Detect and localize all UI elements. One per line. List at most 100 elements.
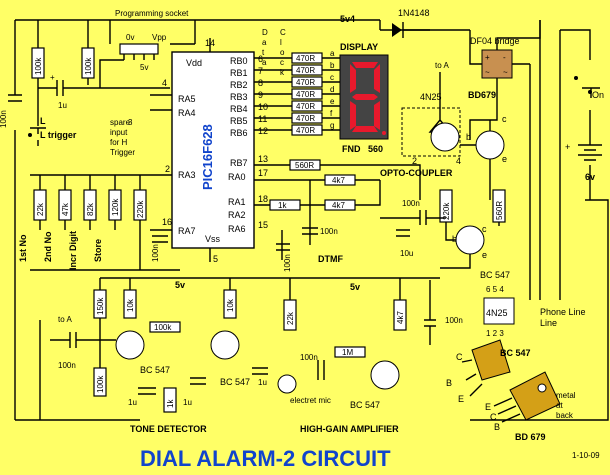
- svg-text:11: 11: [258, 114, 267, 124]
- display-pin: 560: [368, 144, 383, 154]
- svg-text:16: 16: [162, 217, 172, 227]
- on-switch-label: On: [592, 90, 604, 100]
- svg-text:at: at: [556, 401, 563, 410]
- svg-text:d: d: [330, 85, 334, 94]
- tone-detector-label: TONE DETECTOR: [130, 424, 207, 434]
- svg-text:+: +: [565, 142, 570, 152]
- svg-text:220k: 220k: [442, 202, 451, 220]
- pic-chip: [171, 51, 255, 249]
- svg-text:for H: for H: [110, 138, 128, 147]
- svg-text:15: 15: [258, 220, 268, 230]
- svg-text:1k: 1k: [166, 399, 175, 408]
- svg-text:4N25: 4N25: [486, 308, 508, 318]
- svg-text:D: D: [262, 28, 268, 37]
- svg-text:4k7: 4k7: [332, 176, 345, 185]
- svg-text:B: B: [446, 378, 452, 388]
- svg-text:o: o: [280, 48, 285, 57]
- svg-text:to A: to A: [58, 315, 72, 324]
- prog-pin-vpp: Vpp: [152, 33, 167, 42]
- svg-text:2nd No: 2nd No: [43, 231, 53, 262]
- svg-text:470R: 470R: [296, 78, 315, 87]
- svg-text:Store: Store: [93, 239, 103, 262]
- switch-bank-labels: 1st No 2nd No Incr Digit Store: [18, 231, 103, 270]
- svg-text:RA2: RA2: [228, 210, 246, 220]
- svg-text:RA3: RA3: [178, 170, 196, 180]
- svg-text:5v: 5v: [175, 280, 185, 290]
- tone-detector: 150k 10k 10k 100k 100k BC 547 BC 547 to …: [39, 289, 250, 434]
- bd679-label: BD679: [468, 90, 496, 100]
- svg-text:100n: 100n: [283, 254, 292, 272]
- svg-text:g: g: [330, 121, 334, 130]
- svg-text:RB1: RB1: [230, 68, 248, 78]
- svg-text:BC 547: BC 547: [350, 400, 380, 410]
- svg-text:13: 13: [258, 154, 268, 164]
- svg-text:metal: metal: [556, 391, 576, 400]
- svg-text:100n: 100n: [445, 316, 463, 325]
- svg-text:RA4: RA4: [178, 108, 196, 118]
- svg-text:100k: 100k: [96, 375, 105, 393]
- svg-text:10: 10: [258, 102, 268, 112]
- svg-text:RB3: RB3: [230, 92, 248, 102]
- svg-text:1k: 1k: [278, 201, 287, 210]
- prog-pin-0v: 0v: [126, 33, 134, 42]
- svg-text:470R: 470R: [296, 114, 315, 123]
- svg-text:220k: 220k: [136, 200, 145, 218]
- svg-text:a: a: [330, 49, 335, 58]
- svg-text:BC 547: BC 547: [140, 365, 170, 375]
- svg-text:7: 7: [258, 66, 263, 76]
- svg-text:RA5: RA5: [178, 94, 196, 104]
- svg-text:back: back: [556, 411, 574, 420]
- prog-socket-label: Programming socket: [115, 9, 189, 18]
- svg-text:RB7: RB7: [230, 158, 248, 168]
- svg-text:6: 6: [258, 54, 263, 64]
- svg-text:b: b: [452, 234, 457, 244]
- svg-text:BD 679: BD 679: [515, 432, 546, 442]
- svg-text:RB2: RB2: [230, 80, 248, 90]
- svg-text:BC 547: BC 547: [500, 348, 531, 358]
- svg-text:t: t: [262, 48, 265, 57]
- svg-text:B: B: [494, 422, 500, 432]
- svg-text:150k: 150k: [96, 297, 105, 315]
- svg-text:c: c: [330, 73, 334, 82]
- cap-100n-left: 100n: [0, 110, 8, 128]
- svg-text:RB6: RB6: [230, 128, 248, 138]
- svg-text:C: C: [280, 28, 286, 37]
- svg-text:4N25: 4N25: [420, 92, 442, 102]
- opto-label: OPTO-COUPLER: [380, 168, 453, 178]
- svg-text:~: ~: [503, 68, 508, 77]
- svg-text:c: c: [280, 58, 284, 67]
- prog-pin-5v: 5v: [140, 63, 148, 72]
- svg-text:100n: 100n: [300, 353, 318, 362]
- svg-text:4k7: 4k7: [332, 201, 345, 210]
- amp-label: HIGH-GAIN AMPLIFIER: [300, 424, 399, 434]
- svg-text:RA1: RA1: [228, 197, 246, 207]
- svg-text:470R: 470R: [296, 102, 315, 111]
- svg-text:C: C: [490, 412, 497, 422]
- svg-text:10u: 10u: [400, 249, 413, 258]
- svg-text:1u: 1u: [128, 398, 137, 407]
- l-trigger-label: L trigger: [40, 130, 77, 140]
- svg-text:+: +: [485, 53, 490, 62]
- cap-1u-top: 1u: [58, 101, 67, 110]
- svg-text:E: E: [485, 402, 491, 412]
- svg-text:b: b: [466, 132, 471, 142]
- segments-glyph: [350, 62, 386, 135]
- svg-text:RB5: RB5: [230, 116, 248, 126]
- svg-text:9: 9: [258, 90, 263, 100]
- svg-text:1 2 3: 1 2 3: [486, 329, 504, 338]
- svg-text:12: 12: [258, 126, 268, 136]
- svg-text:82k: 82k: [86, 202, 95, 216]
- svg-text:+: +: [50, 73, 55, 82]
- svg-text:8: 8: [258, 78, 263, 88]
- svg-text:470R: 470R: [296, 90, 315, 99]
- svg-text:5v: 5v: [350, 282, 360, 292]
- svg-text:BC 547: BC 547: [220, 377, 250, 387]
- svg-text:l: l: [280, 38, 282, 47]
- page-title: DIAL ALARM-2 CIRCUIT: [140, 446, 391, 471]
- svg-text:f: f: [330, 109, 333, 118]
- svg-text:22k: 22k: [286, 311, 295, 325]
- svg-text:e: e: [502, 154, 507, 164]
- pin-vss: Vss: [205, 234, 221, 244]
- svg-text:c: c: [502, 114, 507, 124]
